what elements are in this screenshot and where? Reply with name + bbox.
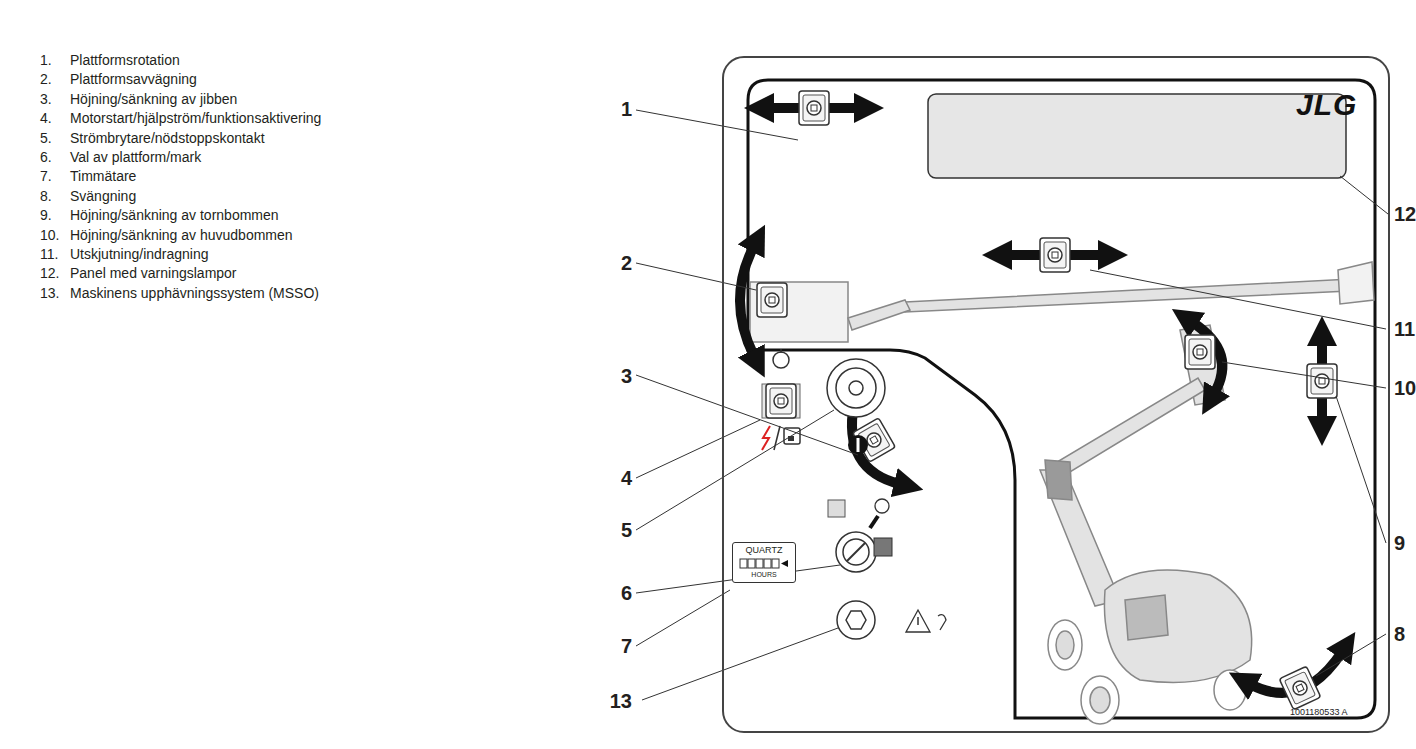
list-item: Höjning/sänkning av jibben	[70, 92, 237, 107]
meter-digits	[739, 558, 789, 569]
list-item: Panel med varningslampor	[70, 266, 237, 281]
callout-number: 5	[621, 519, 632, 541]
list-number: 10.	[40, 228, 59, 243]
meter-brand: QUARTZ	[746, 546, 783, 556]
list-item: Val av plattform/mark	[70, 150, 201, 165]
part-number: 1001180533 A	[1290, 708, 1347, 718]
list-item: Plattformsavvägning	[70, 72, 197, 87]
callout-number: 4	[621, 467, 632, 489]
list-item: Motorstart/hjälpström/funktionsaktiverin…	[70, 111, 321, 126]
callout-number: 1	[621, 98, 632, 120]
control-panel: JLG 1001180533 A QUARTZ HOURS	[722, 56, 1390, 733]
list-item: Strömbrytare/nödstoppskontakt	[70, 131, 265, 146]
meter-unit: HOURS	[751, 571, 776, 579]
callout-number: 7	[621, 635, 632, 657]
list-item: Svängning	[70, 189, 136, 204]
list-item: Plattformsrotation	[70, 53, 180, 68]
list-number: 3.	[40, 92, 52, 107]
callout-number: 3	[621, 365, 632, 387]
callout-number: 6	[621, 582, 632, 604]
list-item: Utskjutning/indragning	[70, 247, 209, 262]
list-number: 6.	[40, 150, 52, 165]
list-number: 8.	[40, 189, 52, 204]
callout-number: 2	[621, 252, 632, 274]
brand-logo: JLG	[1296, 88, 1357, 121]
list-number: 11.	[40, 247, 58, 262]
hour-meter: QUARTZ HOURS	[732, 542, 796, 583]
list-number: 1.	[40, 53, 52, 68]
callout-number: 11	[1394, 318, 1415, 340]
list-item: Maskinens upphävningssystem (MSSO)	[70, 286, 319, 301]
list-number: 9.	[40, 208, 52, 223]
list-number: 5.	[40, 131, 52, 146]
list-item: Höjning/sänkning av huvudbommen	[70, 228, 293, 243]
callout-number: 9	[1394, 532, 1405, 554]
list-number: 4.	[40, 111, 52, 126]
list-number: 7.	[40, 169, 52, 184]
callout-number: 8	[1394, 623, 1405, 645]
list-number: 2.	[40, 72, 52, 87]
callout-number: 13	[610, 690, 632, 712]
callout-number: 12	[1394, 203, 1416, 225]
list-item: Höjning/sänkning av tornbommen	[70, 208, 279, 223]
list-number: 13.	[40, 286, 59, 301]
callout-number: 10	[1394, 377, 1416, 399]
list-item: Timmätare	[70, 169, 136, 184]
list-number: 12.	[40, 266, 59, 281]
